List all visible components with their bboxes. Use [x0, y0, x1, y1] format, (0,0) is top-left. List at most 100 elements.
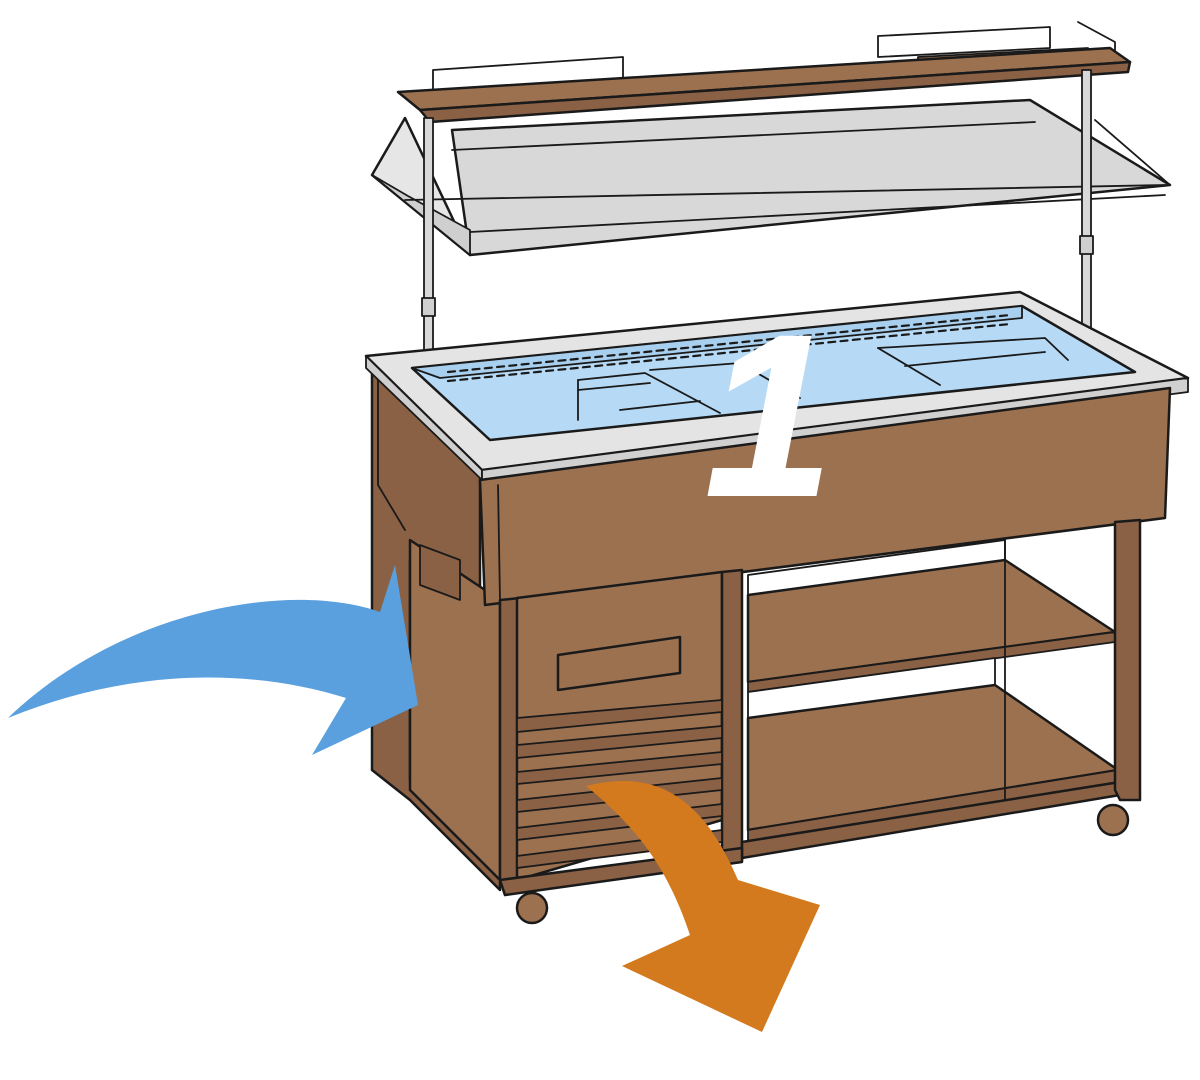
- vent-slot: [532, 370, 543, 374]
- vent-slot: [802, 343, 812, 346]
- vent-slot: [508, 373, 518, 376]
- guard-post-left-joint: [421, 297, 436, 317]
- air-intake-arrow: [8, 565, 418, 755]
- vent-slot: [839, 330, 849, 334]
- guard-glass-back: [450, 98, 1172, 257]
- vent-slot: [532, 361, 543, 365]
- casters: [515, 803, 1130, 925]
- vent-slot: [814, 332, 825, 336]
- vent-slot: [827, 331, 837, 335]
- vent-slot: [459, 369, 469, 372]
- vent-slot: [630, 351, 641, 355]
- apron-left-trim: [377, 379, 406, 531]
- vent-slot: [925, 330, 935, 334]
- vent-slot: [728, 341, 739, 345]
- vent-slot: [741, 349, 751, 353]
- vent-slot: [520, 371, 530, 375]
- vent-slot: [594, 355, 604, 359]
- vent-slot: [888, 325, 898, 329]
- vent-slot: [949, 319, 960, 323]
- vent-slot: [520, 362, 530, 366]
- vent-slot: [643, 359, 653, 363]
- vent-slot: [851, 338, 861, 341]
- vent-slot: [753, 339, 763, 342]
- vent-slot: [998, 323, 1009, 327]
- vent-slot: [949, 328, 960, 332]
- vent-slot: [471, 367, 481, 371]
- vent-slot: [471, 376, 481, 380]
- vent-slot: [679, 355, 690, 359]
- vent-slot: [937, 329, 947, 333]
- step-number-label: 1: [705, 287, 833, 544]
- grille-slat-3: [516, 751, 723, 785]
- grille-slat-2: [516, 725, 723, 759]
- pan-divider-3: [619, 400, 701, 411]
- vent-slot: [496, 365, 506, 369]
- vent-slot: [790, 344, 800, 348]
- vent-slot: [667, 356, 677, 360]
- vent-slot: [483, 375, 493, 379]
- apron-inner-line: [497, 484, 501, 601]
- vent-slot: [581, 365, 592, 369]
- leg-middle: [720, 568, 744, 862]
- guard-glass-line-3: [469, 194, 1166, 233]
- vent-slot: [704, 344, 714, 347]
- vent-slot: [618, 352, 628, 356]
- guard-glass-edge: [1094, 119, 1171, 186]
- grille-slat-1: [516, 699, 723, 733]
- air-exhaust-arrow: [586, 780, 820, 1032]
- vent-slot: [606, 354, 616, 357]
- guard-tab-right-1: [877, 26, 1051, 58]
- guard-glass-line-2: [404, 184, 1166, 201]
- vent-slot: [655, 349, 665, 352]
- caster-front-left: [515, 891, 549, 925]
- vent-slot: [446, 379, 457, 383]
- vent-slot: [557, 359, 567, 362]
- vent-slot: [900, 333, 911, 337]
- pan-divider-2: [577, 372, 721, 414]
- vent-slot: [790, 335, 800, 339]
- vent-slot: [863, 327, 874, 331]
- vent-slot: [888, 334, 898, 338]
- sneeze-guard: [370, 21, 1172, 409]
- vent-slot: [974, 325, 984, 329]
- vent-slot: [459, 378, 469, 381]
- vent-slot: [704, 353, 714, 356]
- vent-slot: [925, 321, 935, 325]
- vent-slot: [912, 322, 923, 326]
- vent-slot: [851, 329, 861, 332]
- vent-slot: [741, 340, 751, 344]
- vent-slot: [728, 350, 739, 354]
- vent-slot: [765, 346, 776, 350]
- vent-slot: [581, 356, 592, 360]
- side-box: [419, 544, 461, 601]
- vent-slot: [974, 316, 984, 320]
- vent-slot: [962, 326, 972, 330]
- vent-slot: [814, 341, 825, 345]
- vent-slot: [937, 320, 947, 324]
- vent-slot: [655, 358, 665, 361]
- caster-front-right: [1096, 803, 1130, 837]
- vent-slot: [544, 360, 555, 364]
- vent-slot: [679, 346, 690, 350]
- pan-divider-7: [904, 351, 1046, 367]
- vent-slot: [630, 360, 641, 364]
- vent-slot: [876, 335, 886, 339]
- guard-post-right-joint: [1079, 235, 1094, 255]
- vent-slot: [765, 337, 776, 341]
- vent-slot: [998, 314, 1009, 318]
- vent-slot: [827, 340, 837, 344]
- vent-slot: [778, 345, 788, 349]
- vent-slot: [876, 326, 886, 330]
- vent-slot: [483, 366, 493, 370]
- pan-divider-6: [877, 337, 1069, 361]
- vent-slot: [900, 324, 911, 328]
- vent-slot: [716, 342, 727, 346]
- guard-glass-line-1: [451, 121, 1036, 151]
- vent-slot: [692, 354, 702, 358]
- vent-slot: [557, 368, 567, 371]
- vent-slot: [716, 351, 727, 355]
- pan-divider-8: [577, 382, 651, 391]
